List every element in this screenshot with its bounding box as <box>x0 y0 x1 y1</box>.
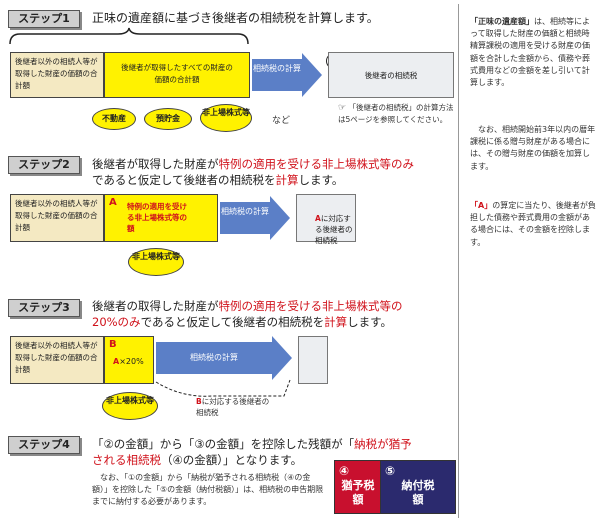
step2-special-box: A 特例の適用を受ける非上場株式等の額 <box>104 194 218 242</box>
step3-arrow-head <box>272 336 292 380</box>
step3-result-box <box>298 336 328 384</box>
step3-text-line2-mid: であると仮定して後継者の相続税を <box>140 315 325 329</box>
step3-b-box: B A×20% <box>104 336 154 384</box>
side-note-1: 「正味の遺産額」は、相続等によって取得した財産の価額と相続時精算課税の適用を受け… <box>470 16 596 89</box>
step2-special-text: 特例の適用を受ける非上場株式等の額 <box>127 202 187 233</box>
step1-arrow: 相続税の計算 <box>252 59 302 91</box>
step4-text-line2-red: される相続税 <box>92 453 161 467</box>
step2-arrow-label: 相続税の計算 <box>221 207 269 216</box>
step4-text-line2: される相続税（④の金額）」となります。 <box>92 452 302 468</box>
step1-oval-unlisted-text: 非上場株式等 <box>202 108 250 117</box>
step1-oval-unlisted: 非上場株式等 <box>200 104 252 132</box>
step3-text-line1-red: 特例の適用を受ける非上場株式等の <box>218 299 403 313</box>
step2-text-line2-pre: であると仮定して後継者の相続税を <box>92 173 276 187</box>
step2-arrow-head <box>270 196 290 240</box>
box-5-text: 納付税額 <box>401 479 435 506</box>
step2-label: ステップ2 <box>8 156 80 174</box>
side-note-1-text: は、相続等によって取得した財産の価額と相続時精算課税の適用を受ける財産の価額を合… <box>470 17 590 88</box>
step1-other-heirs-box: 後継者以外の相続人等が取得した財産の価額の合計額 <box>10 52 104 98</box>
step3-text-line1: 後継者の取得した財産が特例の適用を受ける非上場株式等の <box>92 298 403 314</box>
side-note-1-title: 「正味の遺産額」 <box>470 17 534 26</box>
step4-text-line1-red: 納税が猶予 <box>354 437 412 451</box>
box-5-num: ⑤ <box>385 464 396 478</box>
side-note-3-title: 「A」 <box>470 201 493 210</box>
step1-oval-realestate: 不動産 <box>92 108 136 130</box>
step1-oval-deposits: 預貯金 <box>144 108 192 130</box>
box-4-num: ④ <box>339 464 350 478</box>
step1-successor-text: 後継者が取得したすべての財産の価額の合計額 <box>121 63 233 84</box>
step1-result-text: 後継者の相続税 <box>364 71 418 80</box>
step3-note: Bに対応する後継者の相続税 <box>196 396 276 418</box>
step4-label: ステップ4 <box>8 436 80 454</box>
step3-note-b: B <box>196 397 202 406</box>
step3-b-formula-a: A <box>113 357 120 366</box>
step1-result-box: 後継者の相続税 <box>328 52 454 98</box>
side-note-3-text: の算定に当たり、後継者が負担した債務や葬式費用の金額がある場合には、その金額を控… <box>470 201 596 247</box>
step1-arrow-head <box>302 53 322 97</box>
step3-text-line2-post: します。 <box>347 315 392 329</box>
side-note-3: 「A」の算定に当たり、後継者が負担した債務や葬式費用の金額がある場合には、その金… <box>470 200 596 249</box>
step2-text-line1: 後継者が取得した財産が特例の適用を受ける非上場株式等のみ <box>92 156 414 172</box>
step2-other-heirs-box: 後継者以外の相続人等が取得した財産の価額の合計額 <box>10 194 104 242</box>
step3-text-line2: 20%のみであると仮定して後継者の相続税を計算します。 <box>92 314 392 330</box>
step4-text-line1: 「②の金額」から「③の金額」を控除した残額が「納税が猶予 <box>92 436 412 452</box>
step1-successor-box: 後継者が取得したすべての財産の価額の合計額 <box>104 52 250 98</box>
step1-note-text: 「後継者の相続税」の計算方法は5ページを参照してください。 <box>338 103 454 124</box>
box-4-text: 猶予税額 <box>341 479 375 506</box>
step2-result-text: に対応する後継者の相続税 <box>315 214 353 245</box>
step3-b-formula-text: ×20% <box>119 357 144 366</box>
step4-note: なお、「①の金額」から「納税が猶予される相続税（④の金額）」を控除した「⑤の金額… <box>92 473 324 506</box>
box-5-payable-tax: ⑤ 納付税額 <box>380 460 456 514</box>
step2-text-line1-red: 特例の適用を受ける非上場株式等のみ <box>218 157 415 171</box>
step3-note-text: に対応する後継者の相続税 <box>196 397 270 417</box>
box-4-deferred-tax: ④ 猶予税額 <box>334 460 382 514</box>
step2-result-box: Aに対応する後継者の相続税 <box>296 194 356 245</box>
step3-label: ステップ3 <box>8 299 80 317</box>
step3-b-mark: B <box>109 339 117 350</box>
step3-text-line2-red2: 計算 <box>324 315 348 329</box>
step2-oval-text: 非上場株式等 <box>132 252 180 261</box>
side-note-2: なお、相続開始前3年以内の暦年課税に係る贈与財産がある場合には、その贈与財産の価… <box>470 125 596 171</box>
step3-b-formula: A×20% <box>113 357 144 366</box>
step3-oval-text: 非上場株式等 <box>106 396 154 405</box>
step1-nado: など <box>272 116 291 126</box>
step4-text-line2-post: （④の金額）」となります。 <box>161 453 303 467</box>
step3-other-heirs-box: 後継者以外の相続人等が取得した財産の価額の合計額 <box>10 336 104 384</box>
step1-label: ステップ1 <box>8 10 80 28</box>
step3-arrow: 相続税の計算 <box>156 342 272 374</box>
step2-text-line2: であると仮定して後継者の相続税を計算します。 <box>92 172 343 188</box>
step4-text-line1-pre: 「②の金額」から「③の金額」を控除した残額が「 <box>92 437 355 451</box>
step2-a-mark: A <box>109 197 117 208</box>
step1-text: 正味の遺産額に基づき後継者の相続税を計算します。 <box>92 11 379 25</box>
step3-pointer-line <box>155 379 291 397</box>
step2-text-line2-post: します。 <box>298 173 344 187</box>
step1-note: ☞ 「後継者の相続税」の計算方法は5ページを参照してください。 <box>338 102 458 125</box>
step2-result-a: A <box>315 214 321 223</box>
step3-oval-unlisted: 非上場株式等 <box>102 392 158 420</box>
pointing-hand-icon: ☞ <box>338 103 347 113</box>
step3-text-line1-pre: 後継者の取得した財産が <box>92 299 219 313</box>
step2-text-line2-red: 計算 <box>275 173 299 187</box>
step1-arrow-label: 相続税の計算 <box>253 64 301 73</box>
step2-text-line1-pre: 後継者が取得した財産が <box>92 157 219 171</box>
step3-text-line2-red: 20%のみ <box>92 315 141 329</box>
column-divider <box>458 4 459 518</box>
step2-oval-unlisted: 非上場株式等 <box>128 248 184 276</box>
step2-arrow: 相続税の計算 <box>220 202 270 234</box>
step3-arrow-label: 相続税の計算 <box>190 353 238 362</box>
step1-brace <box>9 27 249 45</box>
